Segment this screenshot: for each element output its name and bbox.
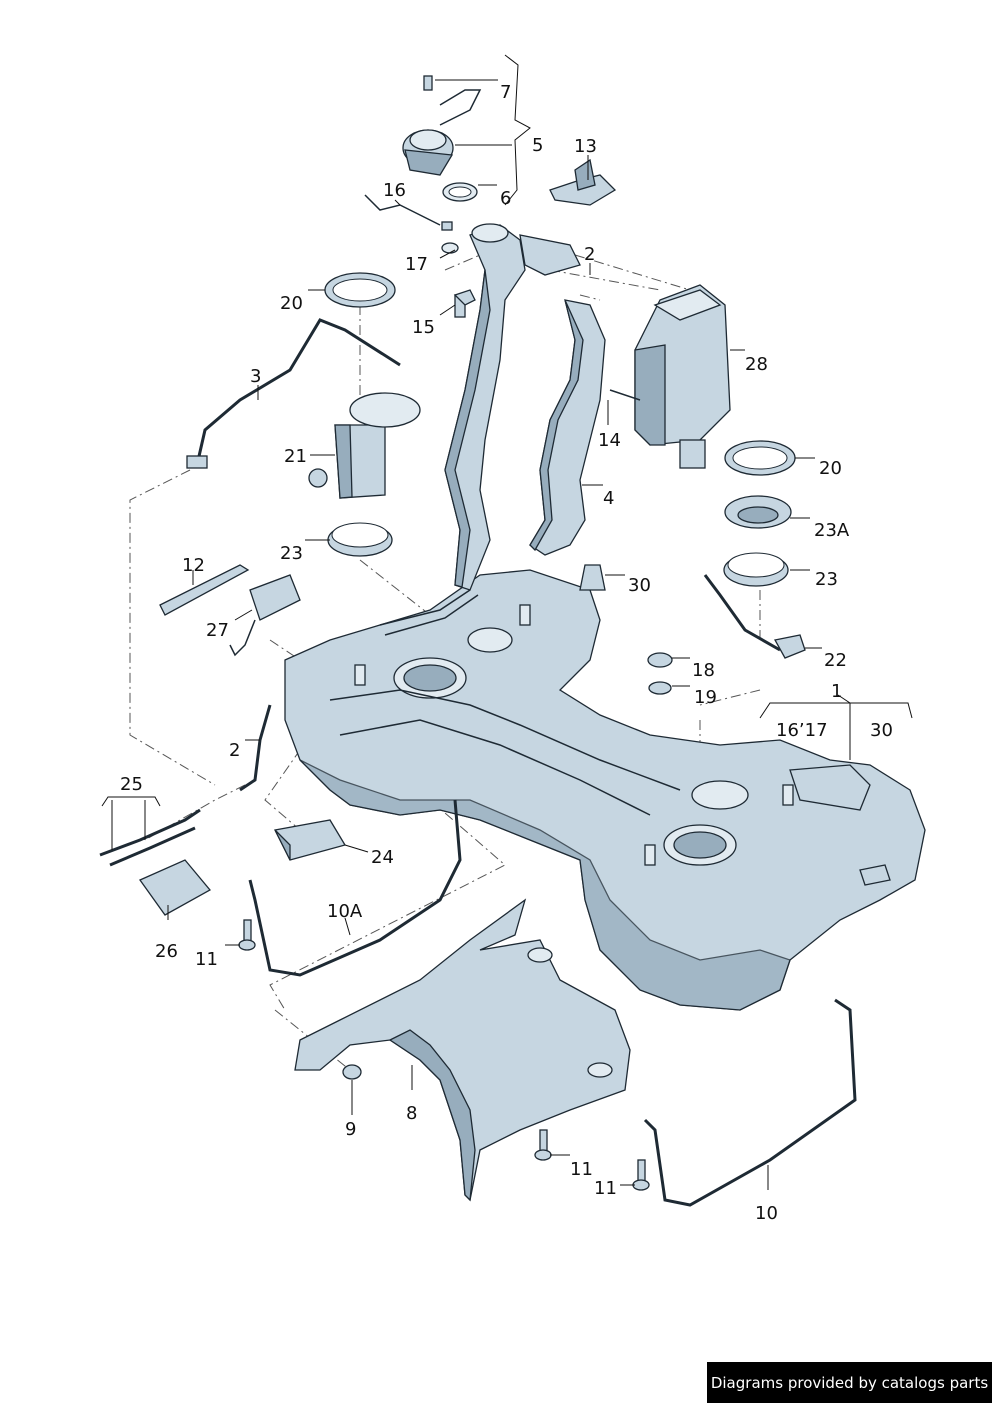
- filler-cap: [402, 75, 482, 202]
- callout-2-upper: 2: [584, 244, 595, 265]
- callout-10A: 10A: [327, 901, 363, 922]
- callout-20-left: 20: [280, 293, 303, 314]
- callout-25: 25: [120, 774, 143, 795]
- callout-13: 13: [574, 136, 597, 157]
- heat-shield-8: [294, 898, 631, 1202]
- callout-4: 4: [603, 488, 614, 509]
- bracket-13: [549, 158, 617, 206]
- callout-16: 16: [383, 180, 406, 201]
- callout-11-right: 11: [594, 1178, 617, 1199]
- callout-19: 19: [694, 687, 717, 708]
- callout-16-17: 16’17: [776, 720, 828, 741]
- callout-24: 24: [371, 847, 394, 868]
- callout-23-right: 23: [815, 569, 838, 590]
- callout-21: 21: [284, 446, 307, 467]
- callout-26: 26: [155, 941, 178, 962]
- charcoal-canister: [609, 284, 731, 469]
- callout-30-upper: 30: [628, 575, 651, 596]
- callout-9: 9: [345, 1119, 356, 1140]
- fuel-tank: [284, 569, 926, 1011]
- callout-14: 14: [598, 430, 621, 451]
- callout-12: 12: [182, 555, 205, 576]
- bolts-11: [238, 919, 650, 1191]
- wire-16: [364, 194, 476, 318]
- callout-2-lower: 2: [229, 740, 240, 761]
- callout-labels: 7 5 6 13 16 2 17 20 15 28 3 14 21 20 4 2…: [120, 82, 893, 1224]
- callout-3: 3: [250, 366, 261, 387]
- callout-5: 5: [532, 135, 543, 156]
- callout-30-lower: 30: [870, 720, 893, 741]
- fuel-line-3: [186, 318, 401, 469]
- strap-10: [643, 998, 857, 1207]
- callout-28: 28: [745, 354, 768, 375]
- callout-22: 22: [824, 650, 847, 671]
- callout-27: 27: [206, 620, 229, 641]
- callout-17: 17: [405, 254, 428, 275]
- callout-8: 8: [406, 1103, 417, 1124]
- rubber-buffer: [579, 564, 606, 591]
- leader-lines: [101, 54, 913, 1190]
- seals-18-19: [647, 652, 673, 695]
- pipes-2-25: [99, 704, 272, 867]
- strap-10A: [248, 799, 462, 977]
- connectors: [159, 564, 346, 861]
- lock-rings: [324, 272, 796, 587]
- callout-10: 10: [755, 1203, 778, 1224]
- callout-6: 6: [500, 188, 511, 209]
- callout-18: 18: [692, 660, 715, 681]
- level-sensor: [703, 574, 806, 659]
- fuel-pump: [308, 392, 421, 499]
- callout-7: 7: [500, 82, 511, 103]
- heat-shield-4: [529, 299, 606, 556]
- credit-text: Diagrams provided by catalogs parts: [710, 1373, 989, 1392]
- callout-11-left: 11: [195, 949, 218, 970]
- credit-banner: Diagrams provided by catalogs parts: [707, 1362, 992, 1403]
- callout-23A: 23A: [814, 520, 850, 541]
- callout-11-middle: 11: [570, 1159, 593, 1180]
- clip-26: [139, 859, 212, 916]
- filler-neck: [379, 223, 581, 636]
- callout-1: 1: [831, 681, 842, 702]
- callout-15: 15: [412, 317, 435, 338]
- callout-23-left: 23: [280, 543, 303, 564]
- callout-20-right: 20: [819, 458, 842, 479]
